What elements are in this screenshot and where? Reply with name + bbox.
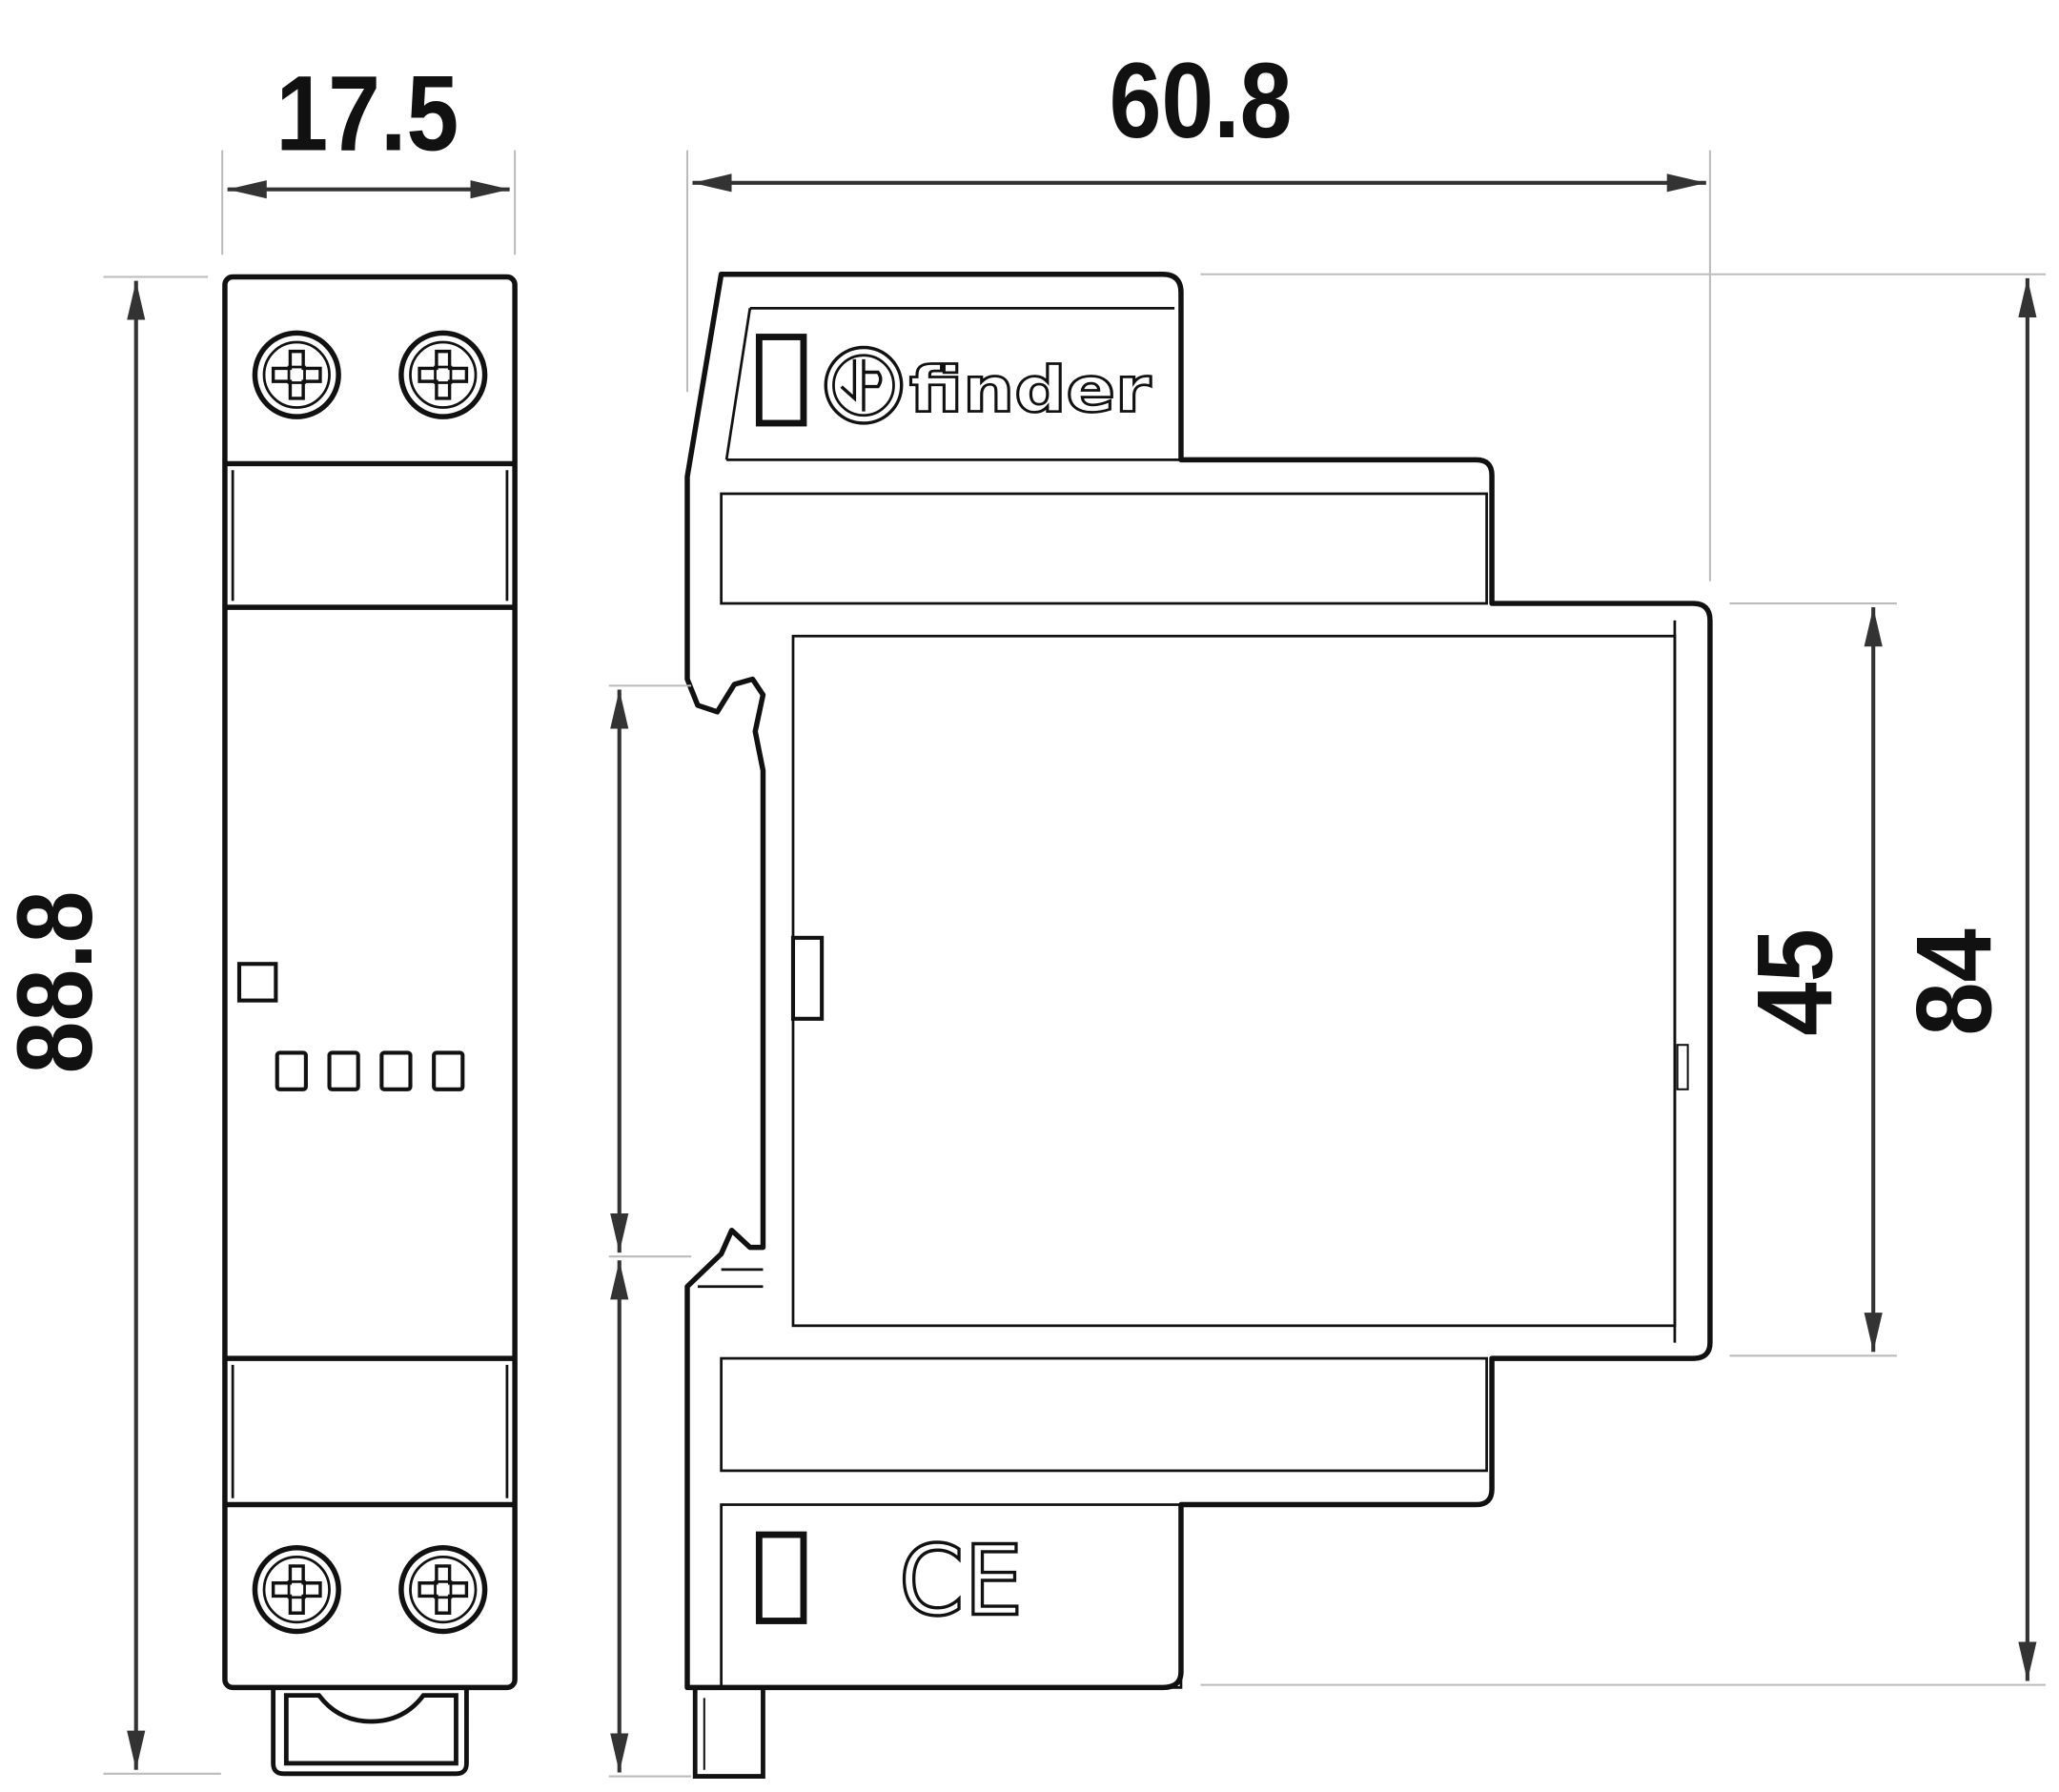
front-view [222,274,518,1777]
front-face [791,634,1677,1328]
led-indicator-icon [236,962,278,1003]
din-clip-icon [692,1687,765,1779]
selector-icon [379,1050,413,1091]
side-outline [684,272,1713,1691]
dim-label-width: 17.5 [275,53,459,173]
selector-icon [275,1050,308,1091]
front-outline [222,274,518,1691]
selector-icon [432,1050,465,1091]
connector-slot-icon [755,1531,807,1624]
dimension-lines [103,150,2047,1778]
side-view: finder CE [684,272,1713,1779]
dim-label-height-body: 84 [1894,928,2014,1035]
latch-tab [790,935,825,1021]
terminal-screw-icon [255,1548,338,1632]
dim-label-front-face: 45 [1734,928,1854,1035]
ce-mark: CE [899,1525,1023,1638]
terminal-screw-icon [255,333,338,417]
terminal-screw-icon [401,1548,485,1632]
terminal-screw-icon [401,333,485,417]
dim-label-height-total: 88.8 [0,891,114,1074]
din-clip-icon [271,1687,469,1777]
dimension-labels: 17.5 60.8 88.8 45 84 [0,40,2014,1073]
finder-logo: finder [824,345,1152,428]
selector-icon [327,1050,360,1091]
dim-label-depth: 60.8 [1110,40,1293,160]
logo-text: finder [909,354,1152,427]
connector-slot-icon [755,334,807,427]
